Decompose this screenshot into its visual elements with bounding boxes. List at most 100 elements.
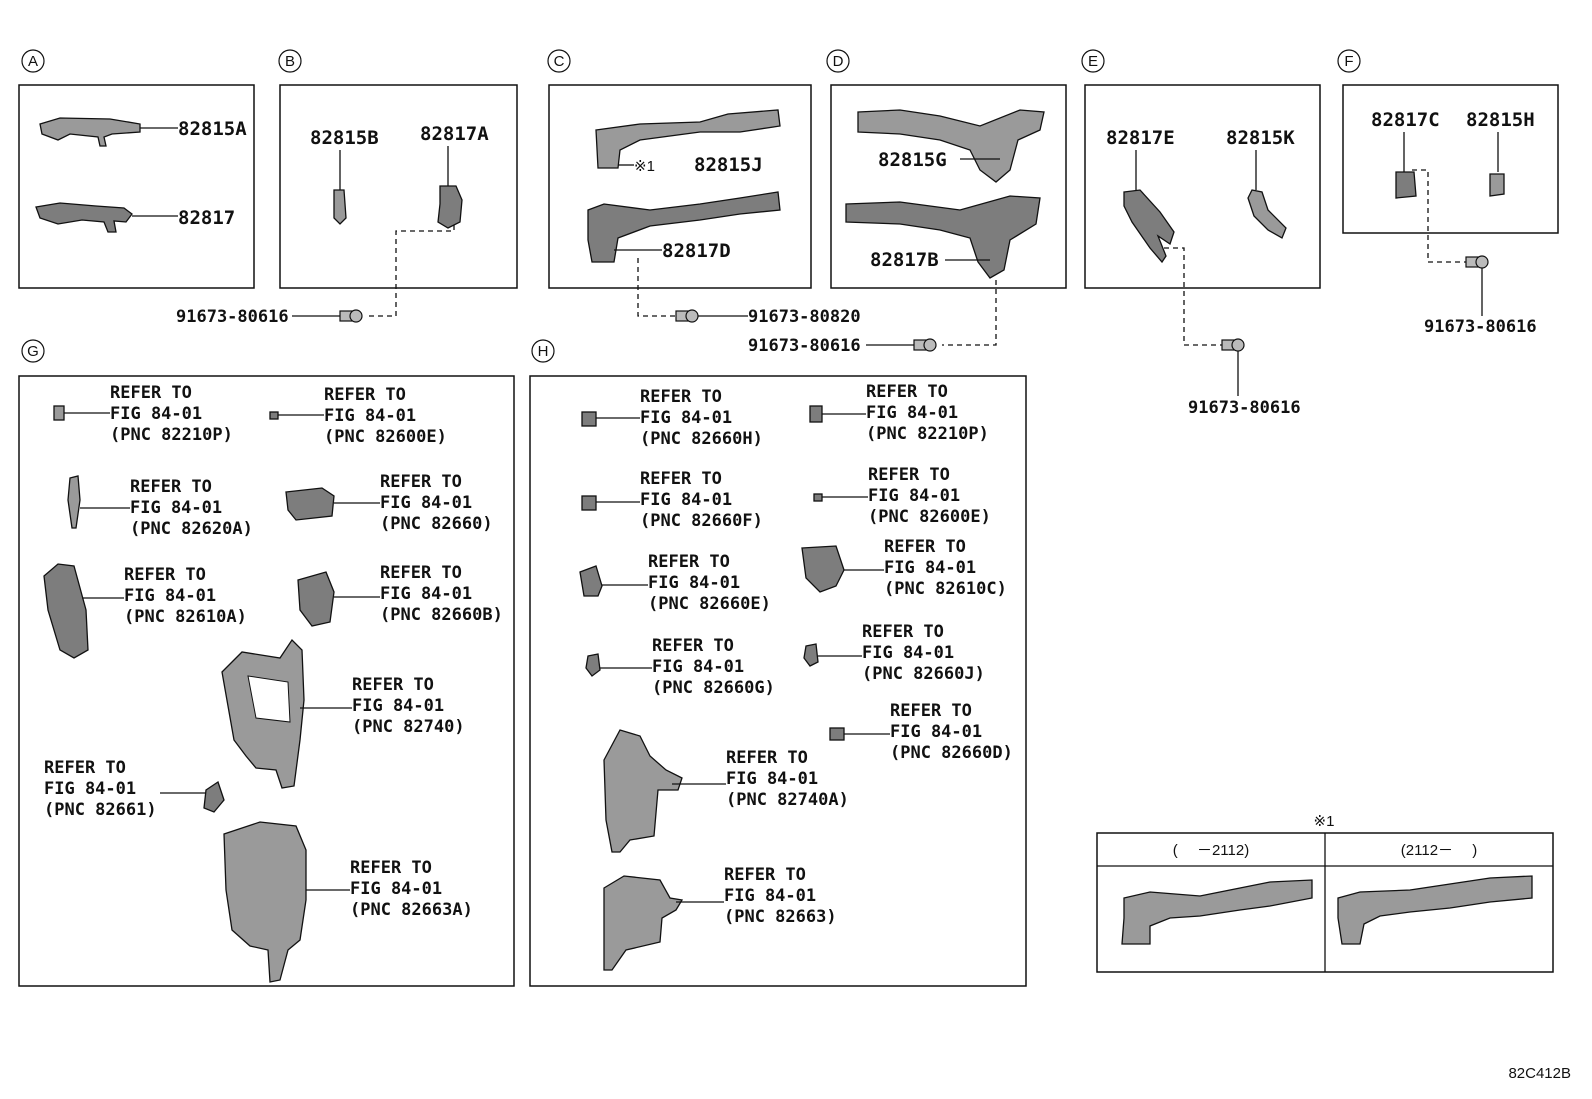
part-82817a-shape (437, 185, 463, 229)
refer-h-82660h: REFER TO FIG 84-01 (PNC 82660H) (640, 387, 763, 449)
refer-h-82740a: REFER TO FIG 84-01 (PNC 82740A) (726, 748, 849, 810)
svg-text:(PNC 82610A): (PNC 82610A) (124, 607, 247, 627)
svg-text:REFER TO: REFER TO (862, 622, 944, 642)
part-82815a-shape (39, 117, 141, 147)
bolt-d: 91673-80616 (748, 336, 937, 356)
svg-text:D: D (833, 53, 844, 70)
svg-text:(PNC 82740A): (PNC 82740A) (726, 790, 849, 810)
bolt-f: 91673-80616 (1424, 255, 1537, 337)
part-label-82815g: 82815G (878, 149, 947, 171)
svg-text:B: B (285, 53, 295, 70)
part-82815h-shape (1489, 173, 1505, 197)
svg-text:FIG 84-01: FIG 84-01 (352, 696, 444, 716)
svg-text:FIG 84-01: FIG 84-01 (130, 498, 222, 518)
svg-text:REFER TO: REFER TO (352, 675, 434, 695)
svg-text:FIG 84-01: FIG 84-01 (652, 657, 744, 677)
refer-h-82600e: REFER TO FIG 84-01 (PNC 82600E) (868, 465, 991, 527)
svg-text:FIG 84-01: FIG 84-01 (380, 493, 472, 513)
svg-text:A: A (28, 53, 38, 70)
svg-text:FIG 84-01: FIG 84-01 (324, 406, 416, 426)
refer-g-82660b: REFER TO FIG 84-01 (PNC 82660B) (380, 563, 503, 625)
svg-text:FIG 84-01: FIG 84-01 (884, 558, 976, 578)
svg-text:REFER TO: REFER TO (726, 748, 808, 768)
refer-g-82660: REFER TO FIG 84-01 (PNC 82660) (380, 472, 493, 534)
refer-h-82660f: REFER TO FIG 84-01 (PNC 82660F) (640, 469, 763, 531)
svg-text:REFER TO: REFER TO (380, 563, 462, 583)
section-h-marker: H (531, 339, 555, 363)
part-82817d-shape (587, 191, 781, 263)
section-a: 82815A 82817 (18, 84, 255, 289)
svg-text:FIG 84-01: FIG 84-01 (890, 722, 982, 742)
bolt-label-c: 91673-80820 (748, 307, 861, 327)
svg-text:(PNC 82210P): (PNC 82210P) (110, 425, 233, 445)
refer-h-82663: REFER TO FIG 84-01 (PNC 82663) (724, 865, 837, 927)
svg-text:FIG 84-01: FIG 84-01 (726, 769, 818, 789)
svg-text:REFER TO: REFER TO (44, 758, 126, 778)
bolt-label-e: 91673-80616 (1188, 398, 1301, 418)
svg-text:(PNC 82663): (PNC 82663) (724, 907, 837, 927)
svg-text:(PNC 82600E): (PNC 82600E) (324, 427, 447, 447)
part-82815b-shape (333, 189, 347, 225)
svg-text:(PNC 82663A): (PNC 82663A) (350, 900, 473, 920)
svg-text:REFER TO: REFER TO (380, 472, 462, 492)
svg-text:FIG 84-01: FIG 84-01 (350, 879, 442, 899)
svg-text:REFER TO: REFER TO (890, 701, 972, 721)
svg-text:(PNC 82740): (PNC 82740) (352, 717, 465, 737)
svg-text:(PNC 82660J): (PNC 82660J) (862, 664, 985, 684)
svg-text:REFER TO: REFER TO (868, 465, 950, 485)
refer-g-82663a: REFER TO FIG 84-01 (PNC 82663A) (350, 858, 473, 920)
svg-text:FIG 84-01: FIG 84-01 (648, 573, 740, 593)
refer-h-82660d: REFER TO FIG 84-01 (PNC 82660D) (890, 701, 1013, 763)
refer-g-82620a: REFER TO FIG 84-01 (PNC 82620A) (130, 477, 253, 539)
svg-text:REFER TO: REFER TO (324, 385, 406, 405)
svg-text:REFER TO: REFER TO (652, 636, 734, 656)
svg-text:REFER TO: REFER TO (110, 383, 192, 403)
svg-text:REFER TO: REFER TO (866, 382, 948, 402)
part-82817b-shape (845, 195, 1041, 279)
note-col-2-header: (2112－ ) (1401, 842, 1477, 859)
section-d-marker: D (826, 49, 850, 73)
svg-text:REFER TO: REFER TO (884, 537, 966, 557)
svg-text:(PNC 82600E): (PNC 82600E) (868, 507, 991, 527)
section-c-marker: C (547, 49, 571, 73)
refer-h-82610c: REFER TO FIG 84-01 (PNC 82610C) (884, 537, 1007, 599)
svg-text:FIG 84-01: FIG 84-01 (862, 643, 954, 663)
svg-text:FIG 84-01: FIG 84-01 (124, 586, 216, 606)
refer-g-82740: REFER TO FIG 84-01 (PNC 82740) (352, 675, 465, 737)
svg-text:G: G (27, 343, 39, 360)
part-82817c-shape (1395, 171, 1417, 199)
svg-text:E: E (1088, 53, 1098, 70)
bolt-label-d: 91673-80616 (748, 336, 861, 356)
section-f: 82817C 82815H (1342, 84, 1559, 263)
refer-g-82210p: REFER TO FIG 84-01 (PNC 82210P) (110, 383, 233, 445)
bolt-e: 91673-80616 (1188, 338, 1301, 418)
figure-code: 82C412B (1508, 1065, 1571, 1082)
part-label-82815h: 82815H (1466, 109, 1535, 131)
section-g-marker: G (21, 339, 45, 363)
svg-text:(PNC 82660F): (PNC 82660F) (640, 511, 763, 531)
svg-text:(PNC 82660): (PNC 82660) (380, 514, 493, 534)
svg-text:(PNC 82660B): (PNC 82660B) (380, 605, 503, 625)
section-a-marker: A (21, 49, 45, 73)
section-e-marker: E (1081, 49, 1105, 73)
section-c: ※1 82815J 82817D (548, 84, 812, 317)
refer-h-82660e: REFER TO FIG 84-01 (PNC 82660E) (648, 552, 771, 614)
part-82815g-shape (857, 109, 1045, 183)
svg-text:(PNC 82620A): (PNC 82620A) (130, 519, 253, 539)
refer-h-82210p: REFER TO FIG 84-01 (PNC 82210P) (866, 382, 989, 444)
part-label-82817c: 82817C (1371, 109, 1440, 131)
refer-g-82661: REFER TO FIG 84-01 (PNC 82661) (44, 758, 157, 820)
svg-text:FIG 84-01: FIG 84-01 (640, 408, 732, 428)
section-b: 82815B 82817A (279, 84, 518, 317)
svg-text:(PNC 82660G): (PNC 82660G) (652, 678, 775, 698)
refer-h-82660j: REFER TO FIG 84-01 (PNC 82660J) (862, 622, 985, 684)
note-mark-c: ※1 (634, 158, 655, 175)
part-label-82815k: 82815K (1226, 127, 1295, 149)
part-label-82815j: 82815J (694, 154, 763, 176)
part-label-82817a: 82817A (420, 123, 489, 145)
svg-text:REFER TO: REFER TO (350, 858, 432, 878)
refer-g-82600e: REFER TO FIG 84-01 (PNC 82600E) (324, 385, 447, 447)
svg-text:F: F (1344, 53, 1353, 70)
note-part-early (1121, 879, 1313, 945)
svg-text:REFER TO: REFER TO (648, 552, 730, 572)
